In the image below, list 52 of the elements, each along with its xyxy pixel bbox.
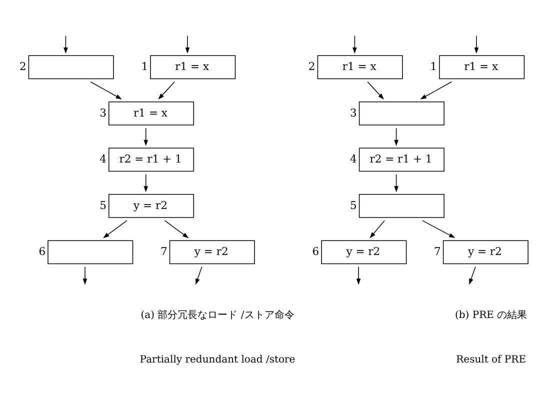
node-label: 7	[160, 244, 168, 258]
arrow	[352, 34, 357, 54]
node-label: 1	[141, 60, 148, 73]
node-box: r2 = r1 + 1	[108, 147, 194, 172]
node-label: 4	[350, 152, 357, 166]
node-box	[358, 101, 444, 125]
arrow	[420, 81, 452, 99]
node-label: 6	[312, 244, 320, 258]
node-box: y = r2	[169, 240, 255, 264]
arrow	[196, 266, 202, 284]
arrow	[356, 266, 361, 284]
arrow	[90, 81, 122, 99]
node-label: 1	[430, 60, 438, 73]
arrow	[394, 173, 398, 192]
arrow	[469, 266, 476, 284]
node-label: 2	[308, 60, 316, 73]
node-box	[28, 54, 114, 79]
node-label: 3	[350, 106, 357, 119]
arrow	[144, 127, 148, 146]
arrow	[164, 220, 189, 238]
node-label: 5	[350, 198, 357, 212]
label: Result of PRE	[456, 354, 526, 366]
arrow	[158, 81, 175, 99]
node-box: y = r2	[321, 240, 407, 264]
node-box: r2 = r1 + 1	[358, 147, 444, 172]
node-label: 5	[100, 198, 106, 212]
node-box	[358, 194, 444, 218]
label: (a) 部分冗長なロード /ストア命令	[140, 309, 294, 320]
node-box: y = r2	[442, 240, 528, 264]
arrow	[474, 34, 479, 54]
node-label: 7	[434, 244, 441, 258]
arrow	[370, 220, 385, 238]
node-label: 2	[19, 60, 26, 73]
arrow	[82, 266, 88, 284]
node-box: r1 = x	[150, 54, 236, 79]
node-label: 4	[100, 152, 106, 166]
node-label: 6	[38, 244, 46, 258]
label: (b) PRE の結果	[455, 309, 528, 320]
arrow	[185, 34, 190, 54]
node-box: r1 = x	[317, 54, 403, 79]
node-label: 3	[100, 106, 106, 119]
label: Partially redundant load /store	[140, 354, 296, 366]
node-box: y = r2	[108, 194, 194, 218]
arrow	[144, 173, 148, 192]
arrow	[422, 220, 456, 238]
arrow	[64, 34, 68, 54]
node-box	[48, 240, 134, 264]
arrow	[394, 127, 398, 146]
node-box: r1 = x	[439, 54, 525, 79]
arrow	[102, 220, 128, 238]
arrow	[367, 81, 384, 99]
node-box: r1 = x	[108, 101, 194, 125]
